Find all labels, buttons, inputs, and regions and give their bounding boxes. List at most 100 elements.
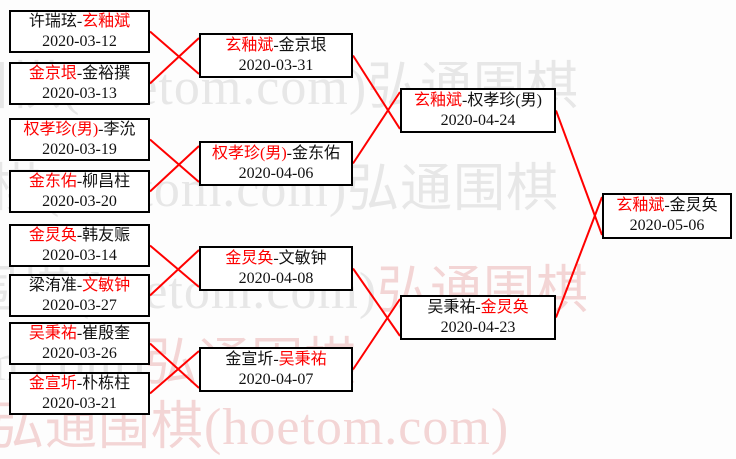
match-players: 权孝珍(男)-李沇 [23,120,135,140]
player-name: 权孝珍(男) [467,91,542,109]
player-name: 吴秉祐 [278,350,327,368]
match-players: 金东佑-柳昌柱 [29,172,130,192]
vs-separator: - [76,276,83,294]
connector-line [149,30,200,75]
vs-separator: - [98,120,104,138]
match-date: 2020-03-13 [42,84,117,102]
match-box-round1-6: 梁洧准-文敏钟 2020-03-27 [9,274,150,317]
match-date: 2020-03-14 [42,246,117,264]
player-name: 梁洧准 [28,276,77,294]
vs-separator: - [76,226,83,244]
player-name: 金炅奂 [480,298,529,316]
match-date: 2020-04-23 [440,318,516,336]
match-box-round1-3: 权孝珍(男)-李沇 2020-03-19 [9,118,150,161]
vs-separator: - [76,374,83,392]
player-name: 金京垠 [278,36,327,54]
match-players: 玄釉斌-权孝珍(男) [414,91,542,111]
player-name: 玄釉斌 [413,91,462,109]
connector-line [149,37,200,85]
player-name: 玄釉斌 [225,36,274,54]
match-date: 2020-04-08 [238,269,314,287]
player-name: 金宣圻 [225,350,274,368]
match-players: 权孝珍(男)-金东佑 [212,144,340,164]
player-name: 金京垠 [28,64,77,82]
player-name: 玄釉斌 [616,197,665,214]
match-players: 金京垠-金裕撰 [29,64,130,84]
player-name: 李沇 [103,120,136,138]
vs-separator: - [273,36,279,54]
match-box-round1-4: 金东佑-柳昌柱 2020-03-20 [9,170,150,213]
vs-separator: - [286,144,292,162]
match-players: 金炅奂-韩友赈 [29,226,130,246]
match-box-round1-7: 吴秉祐-崔殷奎 2020-03-26 [9,322,150,365]
player-name: 韩友赈 [82,226,131,244]
player-name: 权孝珍(男) [23,120,99,138]
player-name: 金东佑 [291,144,340,162]
player-name: 柳昌柱 [82,172,131,190]
vs-separator: - [462,91,468,109]
player-name: 文敏钟 [278,249,327,267]
player-name: 金炅奂 [225,249,274,267]
connector-line [149,138,200,183]
match-box-round2-4: 金宣圻-吴秉祐 2020-04-07 [199,347,353,392]
connector-line [352,54,401,130]
connector-line [555,110,603,236]
match-players: 玄釉斌-金京垠 [225,36,326,56]
vs-separator: - [76,64,83,82]
match-box-round1-8: 金宣圻-朴栋柱 2020-03-21 [9,372,150,415]
player-name: 许瑞玹 [28,12,77,30]
match-date: 2020-04-24 [440,111,516,129]
match-players: 梁洧准-文敏钟 [29,276,130,296]
match-players: 吴秉祐-金炅奂 [427,298,528,318]
vs-separator: - [76,172,83,190]
match-box-round1-2: 金京垠-金裕撰 2020-03-13 [9,62,150,105]
match-players: 金炅奂-文敏钟 [225,249,326,269]
connector-line [149,342,200,389]
match-date: 2020-04-06 [238,164,314,182]
match-box-final: 玄釉斌-金炅奂 2020-05-06 [602,193,732,239]
vs-separator: - [273,350,279,368]
connector-line [149,145,200,193]
player-name: 金炅奂 [28,226,77,244]
connector-line [149,350,200,395]
vs-separator: - [664,197,670,214]
match-players: 玄釉斌-金炅奂 [616,196,717,216]
vs-separator: - [76,12,83,30]
match-date: 2020-03-21 [42,394,117,412]
match-box-semifinal-2: 吴秉祐-金炅奂 2020-04-23 [400,295,556,340]
player-name: 吴秉祐 [427,298,476,316]
connector-line [352,91,401,165]
player-name: 权孝珍(男) [211,144,287,162]
match-date: 2020-03-20 [42,192,117,210]
match-date: 2020-03-19 [42,140,117,158]
connector-line [352,267,401,337]
connector-line [352,298,401,371]
match-date: 2020-03-31 [238,56,314,74]
match-players: 金宣圻-吴秉祐 [225,350,326,370]
match-box-round2-1: 玄釉斌-金京垠 2020-03-31 [199,33,353,78]
player-name: 金裕撰 [82,64,131,82]
match-date: 2020-03-12 [42,32,117,50]
player-name: 金宣圻 [28,374,77,392]
match-box-semifinal-1: 玄釉斌-权孝珍(男) 2020-04-24 [400,88,556,133]
player-name: 吴秉祐 [28,324,77,342]
player-name: 朴栋柱 [82,374,131,392]
match-box-round2-3: 金炅奂-文敏钟 2020-04-08 [199,246,353,291]
connector-line [555,196,603,318]
match-date: 2020-05-06 [629,217,705,234]
player-name: 玄釉斌 [82,12,131,30]
match-date: 2020-03-27 [42,296,117,314]
match-box-round2-2: 权孝珍(男)-金东佑 2020-04-06 [199,141,353,186]
match-box-round1-5: 金炅奂-韩友赈 2020-03-14 [9,224,150,267]
vs-separator: - [76,324,83,342]
match-date: 2020-04-07 [238,370,314,388]
match-box-round1-1: 许瑞玹-玄釉斌 2020-03-12 [9,10,150,53]
connector-line [149,249,200,297]
player-name: 金东佑 [28,172,77,190]
bracket-connectors [149,30,603,395]
player-name: 文敏钟 [82,276,131,294]
player-name: 崔殷奎 [82,324,131,342]
player-name: 金炅奂 [669,197,718,214]
connector-lines [149,30,603,395]
match-players: 许瑞玹-玄釉斌 [29,12,130,32]
